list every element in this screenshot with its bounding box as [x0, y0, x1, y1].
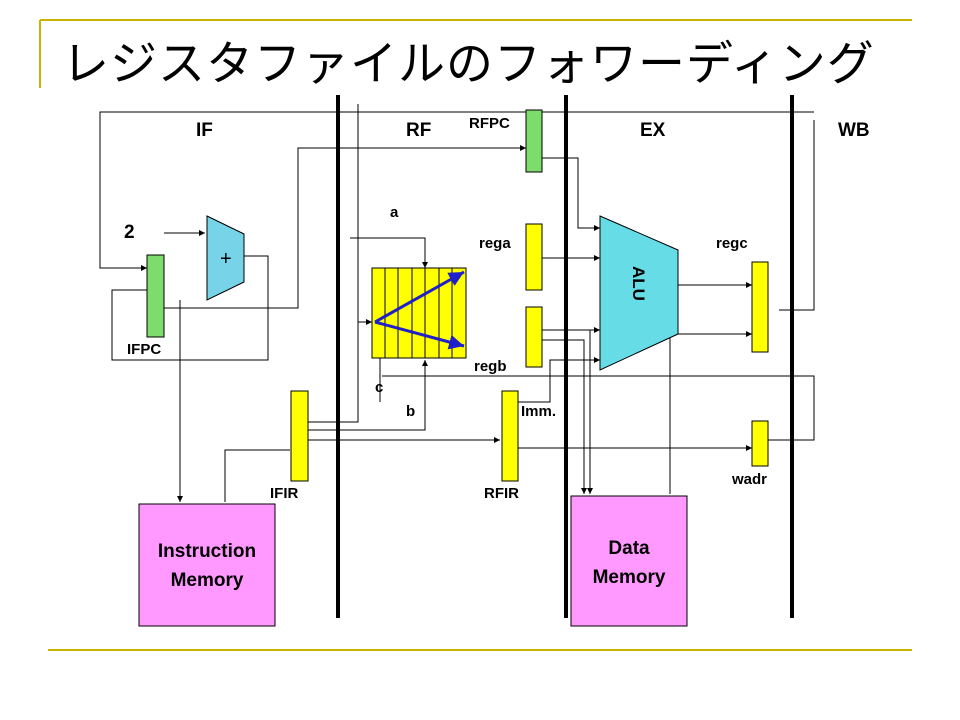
wire-rfpc-in — [164, 145, 526, 309]
register-file — [371, 267, 467, 359]
rfir-register — [501, 390, 519, 482]
adder-plus: + — [220, 248, 232, 270]
imm-label: Imm. — [521, 403, 556, 420]
instruction-memory-label-line1: Instruction — [158, 541, 256, 562]
ifpc-label: IFPC — [127, 341, 161, 358]
wire-wb-feedback — [779, 120, 815, 311]
regb-register — [525, 306, 543, 368]
forward-arrow-up — [374, 270, 465, 324]
wire-rfpc-alu — [542, 157, 600, 231]
regc-register — [751, 261, 769, 353]
label-c: c — [375, 379, 383, 396]
stage-label-wb: WB — [838, 120, 870, 141]
wire-regb-mem — [542, 339, 587, 494]
rfir-label: RFIR — [484, 485, 519, 502]
alu-label: ALU — [629, 266, 648, 301]
forward-arrow-down — [374, 320, 465, 350]
wadr-register — [751, 420, 769, 467]
ifpc-register — [146, 254, 165, 338]
wires — [99, 104, 815, 502]
wire-dmem-regc — [669, 331, 752, 494]
slide-title: レジスタファイルのフォワーディング — [62, 37, 875, 92]
data-memory-label-line2: Memory — [593, 567, 666, 588]
wire-imem-ifir — [224, 449, 290, 502]
stage-boundaries — [336, 95, 794, 618]
wadr-label: wadr — [731, 471, 767, 488]
constant-two: 2 — [124, 222, 135, 243]
rfpc-register — [525, 109, 543, 173]
wire-wadr-back — [382, 375, 815, 441]
wire-pc-loop — [111, 255, 269, 361]
data-memory — [570, 495, 688, 627]
wire-top-loop — [99, 111, 814, 271]
wire-imm-alu — [518, 357, 600, 403]
label-a: a — [390, 204, 399, 221]
stage-label-ex: EX — [640, 120, 666, 141]
rfpc-label: RFPC — [469, 115, 510, 132]
ifir-register — [290, 390, 309, 482]
regb-label: regb — [474, 358, 507, 375]
wire-ifir-a — [308, 104, 359, 423]
pc-adder — [206, 215, 245, 301]
wire-a-to-rf — [350, 237, 428, 268]
label-b: b — [406, 403, 415, 420]
instruction-memory — [138, 503, 276, 627]
slide-frame — [39, 19, 912, 651]
ifir-label: IFIR — [270, 485, 298, 502]
rega-label: rega — [479, 235, 511, 252]
rega-register — [525, 223, 543, 291]
alu — [599, 215, 679, 371]
regc-label: regc — [716, 235, 748, 252]
instruction-memory-label-line2: Memory — [171, 570, 244, 591]
wire-ifir-b — [308, 360, 428, 431]
stage-label-rf: RF — [406, 120, 431, 141]
stage-label-if: IF — [196, 120, 213, 141]
data-memory-label-line1: Data — [608, 538, 650, 559]
